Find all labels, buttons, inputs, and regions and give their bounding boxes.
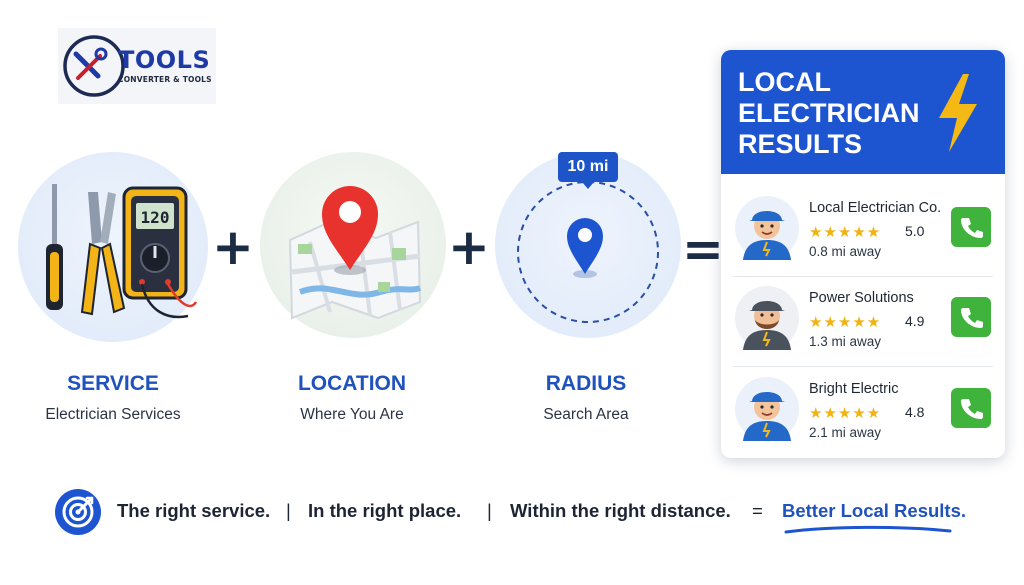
equals-operator: = [682,220,724,278]
logo: TOOLS CONVERTER & TOOLS [58,28,216,104]
tagline-place: In the right place. [308,500,462,521]
step-title-radius: RADIUS [545,372,627,395]
results-header: LOCAL ELECTRICIAN RESULTS [721,50,1005,174]
location-circle [260,152,446,338]
logo-emblem-icon [63,35,125,97]
rating-value: 4.8 [905,404,925,420]
tagline-separator: | [487,500,492,521]
business-name[interactable]: Bright Electric [809,381,899,397]
step-title-location: LOCATION [297,372,407,395]
rating-value: 5.0 [905,223,925,239]
underline-swoosh [784,525,952,534]
electrician-avatar-icon [735,377,799,441]
logo-subtitle: CONVERTER & TOOLS [118,75,212,84]
distance-label: 0.8 mi away [809,244,882,259]
tagline-separator: | [286,500,291,521]
radius-badge: 10 mi [558,152,618,189]
electrician-avatar-icon [735,286,799,350]
result-item[interactable]: Local Electrician Co. ★★★★★ 5.0 0.8 mi a… [733,192,993,278]
divider [733,366,993,367]
radius-pin-icon [517,181,659,323]
plus-operator: + [212,218,254,276]
phone-icon [961,218,983,238]
phone-icon [961,308,983,328]
step-subtitle-radius: Search Area [543,406,629,423]
call-button[interactable] [951,297,991,337]
business-name[interactable]: Power Solutions [809,290,914,306]
distance-label: 2.1 mi away [809,425,882,440]
step-title-service: SERVICE [67,372,159,395]
electrician-avatar-icon [735,196,799,260]
map-pin-icon [288,186,422,320]
results-title: LOCAL ELECTRICIAN RESULTS [738,67,920,159]
target-icon [55,489,101,535]
multimeter-reading: 120 [140,208,170,227]
call-button[interactable] [951,207,991,247]
rating-value: 4.9 [905,313,925,329]
logo-title: TOOLS [118,46,211,74]
service-circle: 120 [18,152,208,342]
star-rating: ★★★★★ [809,405,882,422]
electrician-tools-icon [46,184,198,319]
star-rating: ★★★★★ [809,314,882,331]
phone-icon [961,399,983,419]
star-rating: ★★★★★ [809,224,882,241]
distance-label: 1.3 mi away [809,334,882,349]
divider [733,276,993,277]
tagline-result: Better Local Results. [782,500,967,521]
tagline-service: The right service. [117,500,271,521]
step-subtitle-service: Electrician Services [45,406,181,423]
results-card: LOCAL ELECTRICIAN RESULTS Local Electric… [721,50,1005,458]
business-name[interactable]: Local Electrician Co. [809,200,942,216]
tagline-distance: Within the right distance. [510,500,731,521]
result-item[interactable]: Bright Electric ★★★★★ 4.8 2.1 mi away [733,373,993,458]
tagline-equals: = [752,500,763,521]
lightning-bolt-icon [939,74,977,152]
plus-operator: + [448,218,490,276]
step-subtitle-location: Where You Are [300,406,404,423]
result-item[interactable]: Power Solutions ★★★★★ 4.9 1.3 mi away [733,282,993,368]
call-button[interactable] [951,388,991,428]
